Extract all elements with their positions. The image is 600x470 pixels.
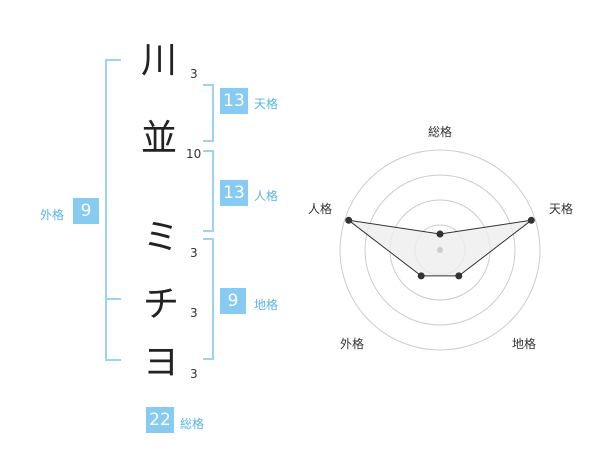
stroke-count-5: 3 bbox=[190, 367, 198, 381]
jinkaku-value-badge: 13 bbox=[220, 180, 248, 206]
radar-point-gaikaku bbox=[417, 272, 425, 280]
tenkaku-bracket bbox=[203, 84, 214, 142]
jinkaku-bracket bbox=[203, 150, 214, 232]
name-char-1: 川 bbox=[141, 40, 178, 81]
radar-point-chikaku bbox=[455, 272, 463, 280]
name-char-4: チ bbox=[143, 284, 180, 325]
gaikaku-bracket-split bbox=[105, 298, 121, 300]
stroke-count-4: 3 bbox=[190, 306, 198, 320]
gaikaku-bracket bbox=[105, 59, 121, 361]
radar-label-soukaku: 総格 bbox=[428, 125, 453, 139]
soukaku-label: 総格 bbox=[180, 417, 205, 431]
name-char-2: 並 bbox=[141, 118, 178, 159]
radar-label-jinkaku: 人格 bbox=[308, 202, 333, 216]
radar-label-gaikaku: 外格 bbox=[340, 337, 365, 351]
radar-chart bbox=[339, 149, 541, 351]
gaikaku-value-badge: 9 bbox=[73, 198, 99, 224]
radar-ring bbox=[339, 149, 541, 351]
chikaku-label: 地格 bbox=[254, 298, 279, 312]
chikaku-value-badge: 9 bbox=[220, 288, 246, 314]
name-char-5: ヨ bbox=[143, 342, 180, 383]
radar-point-jinkaku bbox=[345, 216, 353, 224]
tenkaku-label: 天格 bbox=[254, 97, 279, 111]
soukaku-value-badge: 22 bbox=[146, 407, 174, 433]
name-char-3: ミ bbox=[143, 217, 180, 258]
chikaku-bracket bbox=[203, 238, 214, 360]
radar-points bbox=[345, 216, 535, 280]
stroke-count-1: 3 bbox=[190, 67, 198, 81]
radar-label-chikaku: 地格 bbox=[512, 337, 537, 351]
gaikaku-label: 外格 bbox=[40, 208, 65, 222]
tenkaku-value-badge: 13 bbox=[220, 88, 248, 114]
radar-point-tenkaku bbox=[527, 216, 535, 224]
stroke-count-2: 10 bbox=[186, 147, 202, 161]
radar-label-tenkaku: 天格 bbox=[549, 202, 574, 216]
radar-ring bbox=[364, 174, 516, 326]
jinkaku-label: 人格 bbox=[254, 189, 279, 203]
stroke-count-3: 3 bbox=[190, 246, 198, 260]
radar-center-dot bbox=[437, 247, 443, 253]
radar-point-soukaku bbox=[436, 230, 444, 238]
